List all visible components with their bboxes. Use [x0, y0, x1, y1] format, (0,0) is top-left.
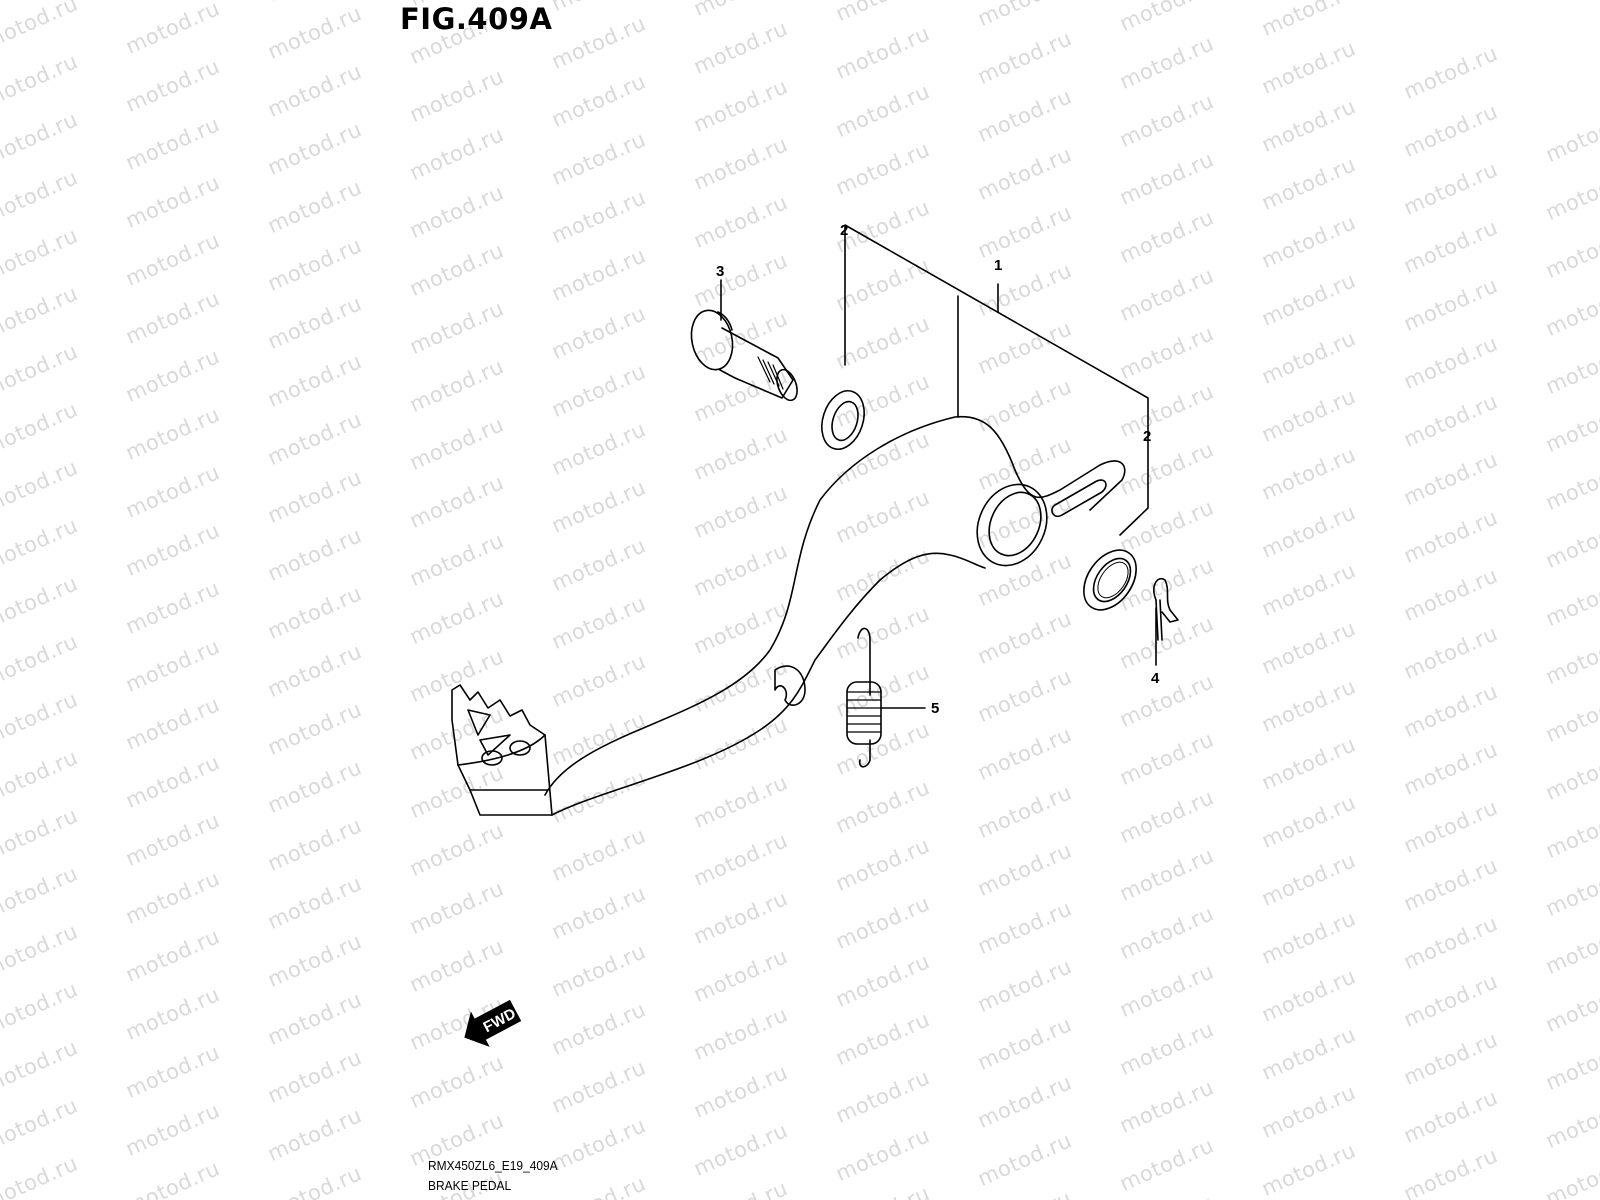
- pivot-bolt-part: [690, 309, 798, 402]
- leader-lines: [720, 224, 1157, 709]
- callout-labels: 1 2 2 3 4 5: [716, 222, 1160, 717]
- brake-pedal-part: [451, 415, 1126, 816]
- callout-2-upper: 2: [840, 222, 848, 239]
- seal-upper-part: [821, 390, 865, 450]
- callout-3: 3: [716, 263, 724, 280]
- callout-2-lower: 2: [1143, 428, 1151, 445]
- callout-5: 5: [931, 700, 939, 717]
- return-spring-part: [846, 627, 882, 768]
- model-code: RMX450ZL6_E19_409A: [428, 1158, 558, 1173]
- figure-title: FIG.409A: [400, 2, 553, 36]
- callout-1: 1: [994, 257, 1002, 274]
- callout-4: 4: [1151, 670, 1160, 687]
- forward-arrow-icon: FWD: [464, 999, 522, 1047]
- cotter-pin-part: [1153, 578, 1179, 641]
- section-name: BRAKE PEDAL: [428, 1178, 512, 1193]
- seal-lower-part: [1083, 549, 1137, 611]
